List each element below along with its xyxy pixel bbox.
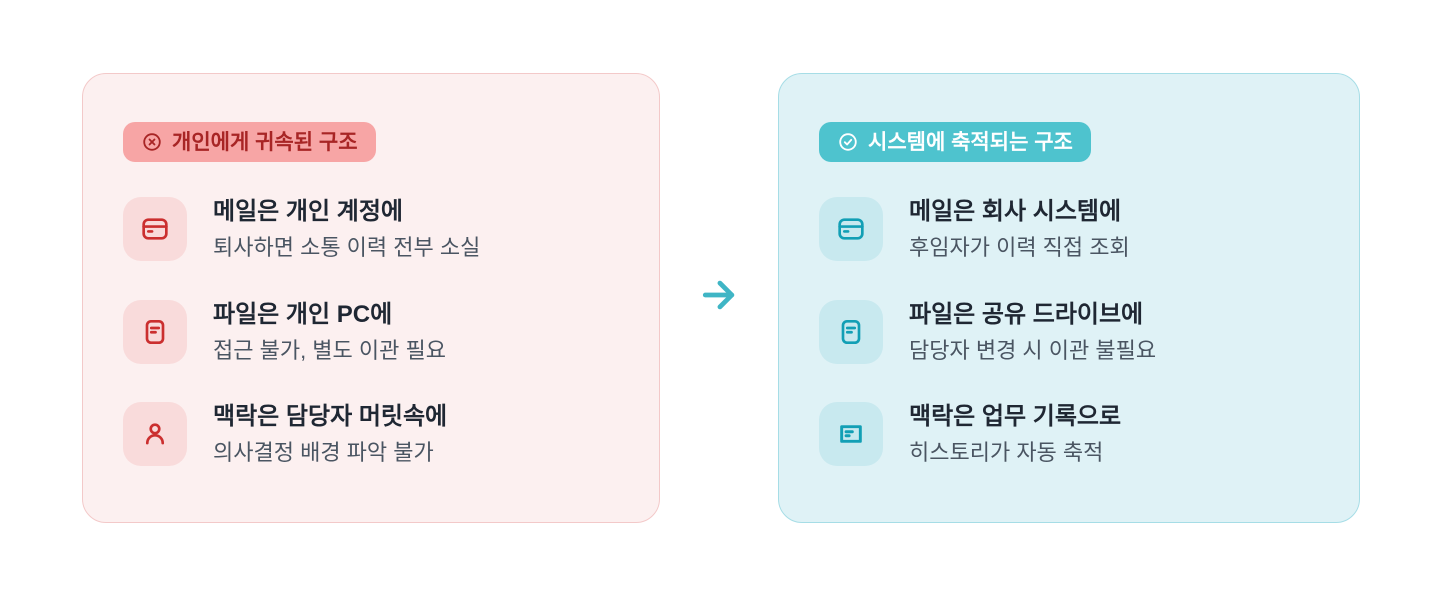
right-panel-badge: 시스템에 축적되는 구조 [819,122,1091,162]
item-subtitle: 후임자가 이력 직접 조회 [909,235,1130,260]
item-title: 파일은 개인 PC에 [213,300,393,328]
item-title: 맥락은 담당자 머릿속에 [213,403,448,430]
mail-icon [123,197,187,262]
list-item: 파일은 개인 PC에 접근 불가, 별도 이관 필요 [123,299,619,365]
item-subtitle: 접근 불가, 별도 이관 필요 [213,337,446,363]
item-subtitle: 담당자 변경 시 이관 불필요 [909,337,1157,363]
list-item: 맥락은 업무 기록으로 히스토리가 자동 축적 [819,402,1319,467]
left-panel-items: 메일은 개인 계정에 퇴사하면 소통 이력 전부 소실 파일은 개인 PC에 접… [123,197,619,467]
item-title: 메일은 회사 시스템에 [909,198,1122,225]
mail-icon [819,197,883,262]
item-subtitle: 의사결정 배경 파악 불가 [213,440,434,465]
list-item: 파일은 공유 드라이브에 담당자 변경 시 이관 불필요 [819,299,1319,365]
x-circle-icon [141,131,163,153]
item-text: 메일은 회사 시스템에 후임자가 이력 직접 조회 [909,197,1130,262]
right-panel: 시스템에 축적되는 구조 메일은 회사 시스템에 후임자가 이력 직접 조회 [778,73,1360,523]
person-icon [123,402,187,467]
list-item: 메일은 개인 계정에 퇴사하면 소통 이력 전부 소실 [123,197,619,262]
right-panel-badge-label: 시스템에 축적되는 구조 [868,130,1073,154]
record-icon [819,402,883,467]
left-panel-badge-label: 개인에게 귀속된 구조 [172,130,358,154]
check-circle-icon [837,131,859,153]
left-panel: 개인에게 귀속된 구조 메일은 개인 계정에 퇴사하면 소통 이력 전부 소실 [82,73,660,523]
item-title: 파일은 공유 드라이브에 [909,300,1144,328]
right-panel-items: 메일은 회사 시스템에 후임자가 이력 직접 조회 파일은 공유 드라이브에 담… [819,197,1319,467]
item-title: 맥락은 업무 기록으로 [909,403,1122,430]
item-subtitle: 퇴사하면 소통 이력 전부 소실 [213,235,481,260]
item-title: 메일은 개인 계정에 [213,198,403,225]
file-icon [123,299,187,364]
item-text: 메일은 개인 계정에 퇴사하면 소통 이력 전부 소실 [213,197,480,262]
item-text: 파일은 개인 PC에 접근 불가, 별도 이관 필요 [213,300,446,365]
item-text: 맥락은 업무 기록으로 히스토리가 자동 축적 [909,402,1121,467]
item-text: 파일은 공유 드라이브에 담당자 변경 시 이관 불필요 [909,300,1156,365]
item-subtitle: 히스토리가 자동 축적 [909,440,1104,465]
file-icon [819,299,883,364]
right-arrow-icon [697,273,741,317]
list-item: 메일은 회사 시스템에 후임자가 이력 직접 조회 [819,197,1319,262]
left-panel-badge: 개인에게 귀속된 구조 [123,122,376,162]
list-item: 맥락은 담당자 머릿속에 의사결정 배경 파악 불가 [123,402,619,467]
item-text: 맥락은 담당자 머릿속에 의사결정 배경 파악 불가 [213,402,447,467]
